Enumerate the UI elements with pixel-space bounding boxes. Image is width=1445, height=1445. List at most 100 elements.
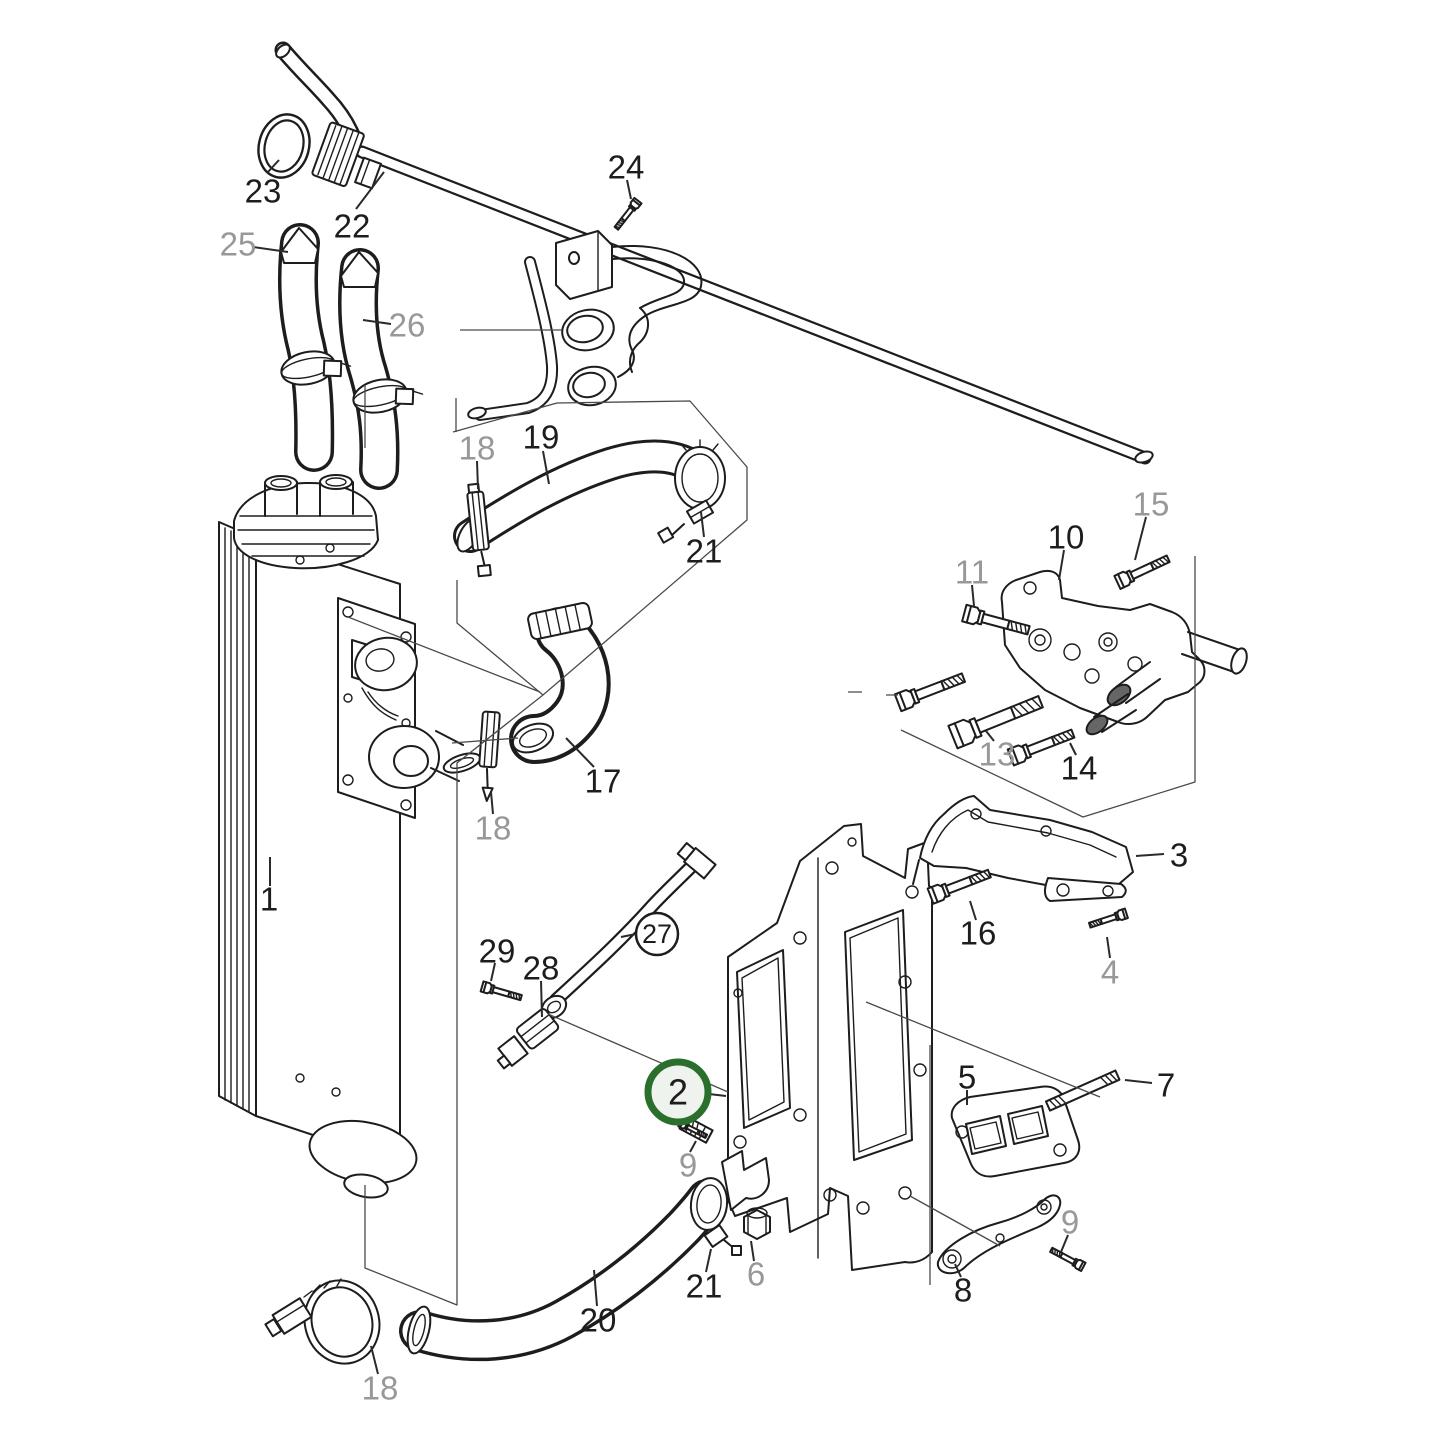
callout-number[interactable]: 13 xyxy=(979,736,1016,773)
callout-20-26[interactable]: 20 xyxy=(580,1269,617,1339)
callout-number[interactable]: 23 xyxy=(245,173,282,210)
construction-lines xyxy=(347,329,1196,1306)
callout-leader xyxy=(490,791,494,815)
connection-housing xyxy=(467,245,703,421)
callout-number[interactable]: 18 xyxy=(459,430,496,467)
callout-leader xyxy=(355,171,385,210)
callout-18-10[interactable]: 18 xyxy=(475,791,512,847)
callout-number[interactable]: 21 xyxy=(686,533,723,570)
callout-leader xyxy=(362,319,392,325)
callout-19-6[interactable]: 19 xyxy=(523,419,560,485)
callout-number[interactable]: 7 xyxy=(1157,1067,1175,1104)
callout-leader xyxy=(954,1263,962,1278)
callout-number[interactable]: 8 xyxy=(954,1272,972,1309)
callout-28-21[interactable]: 28 xyxy=(523,950,560,1018)
mounting-plate xyxy=(721,823,933,1271)
callout-number[interactable]: 1 xyxy=(260,881,278,918)
callout-9-23[interactable]: 9 xyxy=(679,1140,697,1184)
callout-number[interactable]: 5 xyxy=(958,1059,976,1096)
callout-leader xyxy=(708,1093,727,1097)
callout-17-9[interactable]: 17 xyxy=(565,737,622,800)
callout-13-14[interactable]: 13 xyxy=(979,730,1016,773)
callout-number[interactable]: 21 xyxy=(686,1268,723,1305)
callout-3-16[interactable]: 3 xyxy=(1135,837,1188,874)
callout-15-11[interactable]: 15 xyxy=(1133,486,1170,561)
callout-21-24[interactable]: 21 xyxy=(686,1248,723,1305)
callout-21-7[interactable]: 21 xyxy=(686,511,723,570)
callout-leader xyxy=(266,159,280,174)
callout-number[interactable]: 29 xyxy=(479,933,516,970)
vent-pipe-27 xyxy=(549,842,717,1007)
callout-14-15[interactable]: 14 xyxy=(1061,742,1098,787)
callout-number[interactable]: 9 xyxy=(679,1147,697,1184)
hose-20 xyxy=(399,1179,728,1362)
callout-leader xyxy=(626,179,632,200)
callout-16-17[interactable]: 16 xyxy=(960,900,997,952)
callout-number[interactable]: 27 xyxy=(642,919,672,949)
callout-number[interactable]: 17 xyxy=(585,763,622,800)
callout-number[interactable]: 4 xyxy=(1101,954,1119,991)
callout-26-4[interactable]: 26 xyxy=(362,307,426,344)
plate-hook xyxy=(721,1150,770,1211)
callout-11-13[interactable]: 11 xyxy=(955,554,989,607)
callout-number[interactable]: 19 xyxy=(523,419,560,456)
callout-22-1[interactable]: 22 xyxy=(334,171,385,245)
callout-leader xyxy=(1069,742,1077,756)
bracket-arm-8 xyxy=(936,1194,1062,1275)
callout-number[interactable]: 10 xyxy=(1048,519,1085,556)
callout-number[interactable]: 24 xyxy=(608,149,645,186)
callout-number[interactable]: 26 xyxy=(389,307,426,344)
callout-27-19[interactable]: 27 xyxy=(620,911,680,957)
callout-10-12[interactable]: 10 xyxy=(1048,519,1085,581)
callout-number[interactable]: 9 xyxy=(1061,1204,1079,1241)
callout-number[interactable]: 16 xyxy=(960,915,997,952)
bracket-3 xyxy=(912,795,1134,902)
callout-5-28[interactable]: 5 xyxy=(958,1059,976,1106)
callout-number[interactable]: 20 xyxy=(580,1302,617,1339)
callout-leader xyxy=(540,980,543,1018)
callout-number[interactable]: 6 xyxy=(747,1256,765,1293)
worm-clamp-18-bottom xyxy=(264,1278,381,1365)
callout-6-25[interactable]: 6 xyxy=(747,1240,765,1293)
callout-24-2[interactable]: 24 xyxy=(608,149,645,200)
callout-number[interactable]: 18 xyxy=(362,1370,399,1407)
callout-leader xyxy=(565,737,595,768)
callout-leader xyxy=(370,1345,379,1375)
callout-18-27[interactable]: 18 xyxy=(362,1345,399,1407)
callout-7-29[interactable]: 7 xyxy=(1124,1067,1175,1104)
callout-leader xyxy=(542,450,550,485)
outline-circle[interactable] xyxy=(634,911,680,957)
strip-clamp-18-mid xyxy=(478,710,501,802)
callout-1-8[interactable]: 1 xyxy=(260,857,278,918)
callout-23-0[interactable]: 23 xyxy=(245,159,282,210)
nut-6 xyxy=(743,1207,771,1240)
callout-25-3[interactable]: 25 xyxy=(220,226,289,263)
callout-2-22[interactable]: 2 xyxy=(644,1058,727,1126)
callout-number[interactable]: 15 xyxy=(1133,486,1170,523)
callout-4-18[interactable]: 4 xyxy=(1101,936,1119,991)
callout-number[interactable]: 14 xyxy=(1061,750,1098,787)
callout-leader xyxy=(1135,853,1165,857)
highlight-circle[interactable] xyxy=(644,1058,712,1126)
callout-number[interactable]: 28 xyxy=(523,950,560,987)
callout-leader xyxy=(1134,516,1147,561)
callout-leader xyxy=(971,584,975,607)
callout-number[interactable]: 18 xyxy=(475,810,512,847)
callout-8-31[interactable]: 8 xyxy=(954,1263,972,1309)
spacer-block-5 xyxy=(950,1085,1081,1178)
callout-number[interactable]: 11 xyxy=(955,554,989,591)
callout-number[interactable]: 22 xyxy=(334,208,371,245)
hose-26 xyxy=(338,248,400,490)
bolt-29 xyxy=(480,980,524,1004)
callout-number[interactable]: 2 xyxy=(668,1072,688,1113)
callout-number[interactable]: 25 xyxy=(220,226,257,263)
callout-18-5[interactable]: 18 xyxy=(459,430,496,490)
callout-leader xyxy=(476,460,479,490)
callout-9-30[interactable]: 9 xyxy=(1060,1204,1079,1253)
callout-leader xyxy=(985,730,995,742)
callout-number[interactable]: 3 xyxy=(1170,837,1188,874)
callout-leader xyxy=(750,1240,755,1262)
callout-29-20[interactable]: 29 xyxy=(479,933,516,982)
